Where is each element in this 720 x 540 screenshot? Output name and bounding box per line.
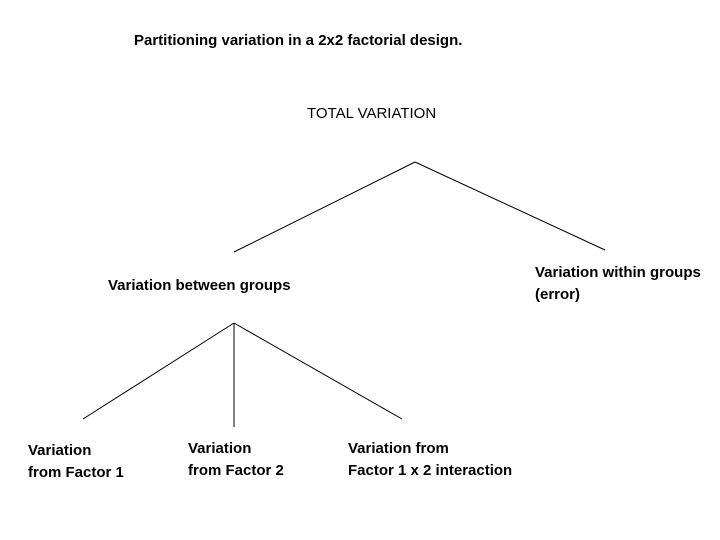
edge-total-to-between-groups xyxy=(233,161,416,253)
node-variation-from-interaction: Variation from Factor 1 x 2 interaction xyxy=(348,438,512,482)
node-variation-within-groups-line2: (error) xyxy=(535,286,581,303)
node-variation-from-factor-2-line2: from Factor 2 xyxy=(188,462,284,479)
node-total-variation: TOTAL VARIATION xyxy=(307,105,437,122)
node-variation-from-interaction-line1: Variation from xyxy=(348,440,449,457)
node-variation-from-factor-2-line1: Variation xyxy=(188,440,252,457)
edge-between-to-factor-1 xyxy=(82,322,235,420)
node-variation-from-factor-2: Variation from Factor 2 xyxy=(188,438,284,482)
node-variation-within-groups: Variation within groups (error) xyxy=(535,262,701,306)
node-variation-from-factor-1-line2: from Factor 1 xyxy=(28,464,124,481)
node-variation-between-groups: Variation between groups xyxy=(108,277,291,294)
node-variation-from-interaction-line2: Factor 1 x 2 interaction xyxy=(348,462,513,479)
edge-between-to-interaction xyxy=(233,322,403,420)
slide-title: Partitioning variation in a 2x2 factoria… xyxy=(134,32,463,49)
node-variation-from-factor-1-line1: Variation xyxy=(28,442,92,459)
edge-total-to-within-groups xyxy=(414,161,606,251)
node-variation-within-groups-line1: Variation within groups xyxy=(535,264,701,281)
node-variation-from-factor-1: Variation from Factor 1 xyxy=(28,440,124,484)
